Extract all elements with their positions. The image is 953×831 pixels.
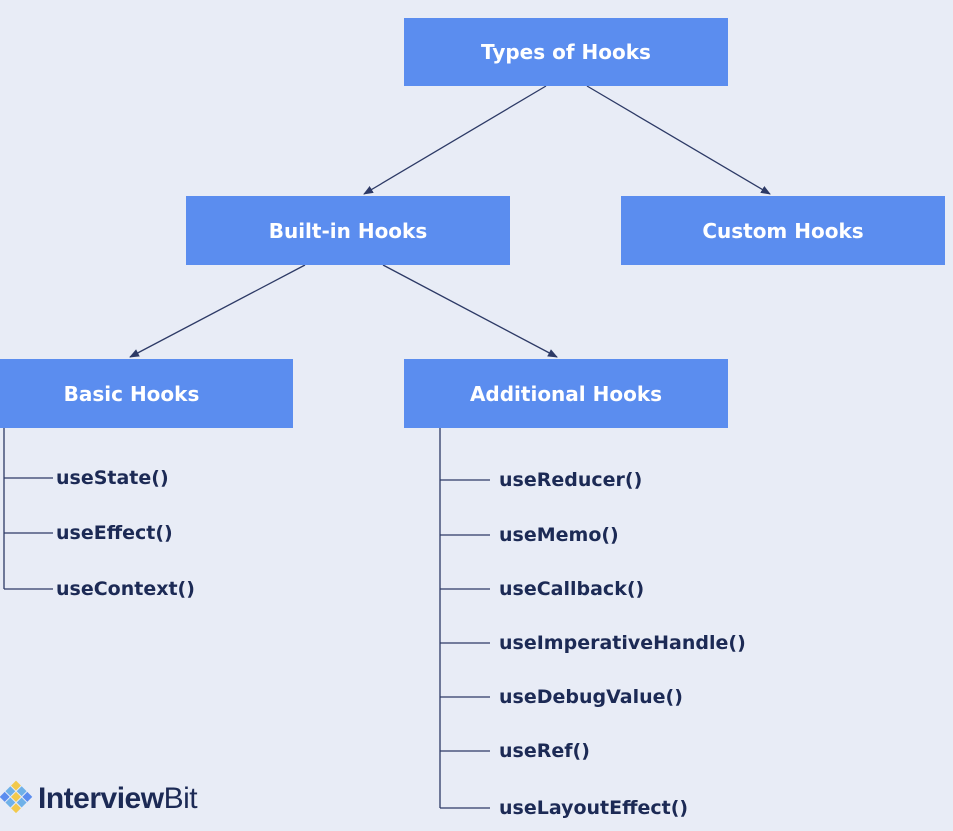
arrow-root-to-builtin bbox=[363, 85, 547, 195]
interviewbit-logo-icon bbox=[0, 780, 33, 814]
additional-hook-item: useCallback() bbox=[499, 578, 645, 600]
node-label: Basic Hooks bbox=[63, 381, 200, 406]
arrow-root-to-custom bbox=[586, 85, 771, 195]
logo-text-bold: Interview bbox=[38, 782, 164, 815]
node-basic-hooks: Basic Hooks bbox=[0, 359, 293, 428]
node-built-in-hooks: Built-in Hooks bbox=[186, 196, 510, 265]
node-custom-hooks: Custom Hooks bbox=[621, 196, 945, 265]
node-label: Built-in Hooks bbox=[268, 218, 428, 243]
logo-text-light: Bit bbox=[163, 782, 198, 815]
interviewbit-logo: InterviewBit bbox=[0, 776, 198, 822]
additional-hook-item: useLayoutEffect() bbox=[499, 797, 689, 819]
arrow-builtin-to-basic bbox=[129, 264, 306, 358]
basic-hook-item: useState() bbox=[56, 467, 169, 489]
basic-hook-item: useEffect() bbox=[56, 522, 173, 544]
node-label: Types of Hooks bbox=[481, 40, 651, 64]
arrow-builtin-to-additional bbox=[382, 264, 558, 358]
interviewbit-logo-text: InterviewBit bbox=[38, 782, 198, 816]
node-types-of-hooks: Types of Hooks bbox=[404, 18, 728, 86]
basic-hook-item: useContext() bbox=[56, 578, 195, 600]
additional-hook-item: useRef() bbox=[499, 740, 590, 762]
additional-hook-item: useReducer() bbox=[499, 469, 643, 491]
node-additional-hooks: Additional Hooks bbox=[404, 359, 728, 428]
additional-hook-item: useImperativeHandle() bbox=[499, 632, 746, 654]
node-label: Custom Hooks bbox=[702, 218, 864, 243]
additional-hook-item: useMemo() bbox=[499, 524, 619, 546]
additional-hook-item: useDebugValue() bbox=[499, 686, 683, 708]
node-label: Additional Hooks bbox=[469, 381, 663, 406]
